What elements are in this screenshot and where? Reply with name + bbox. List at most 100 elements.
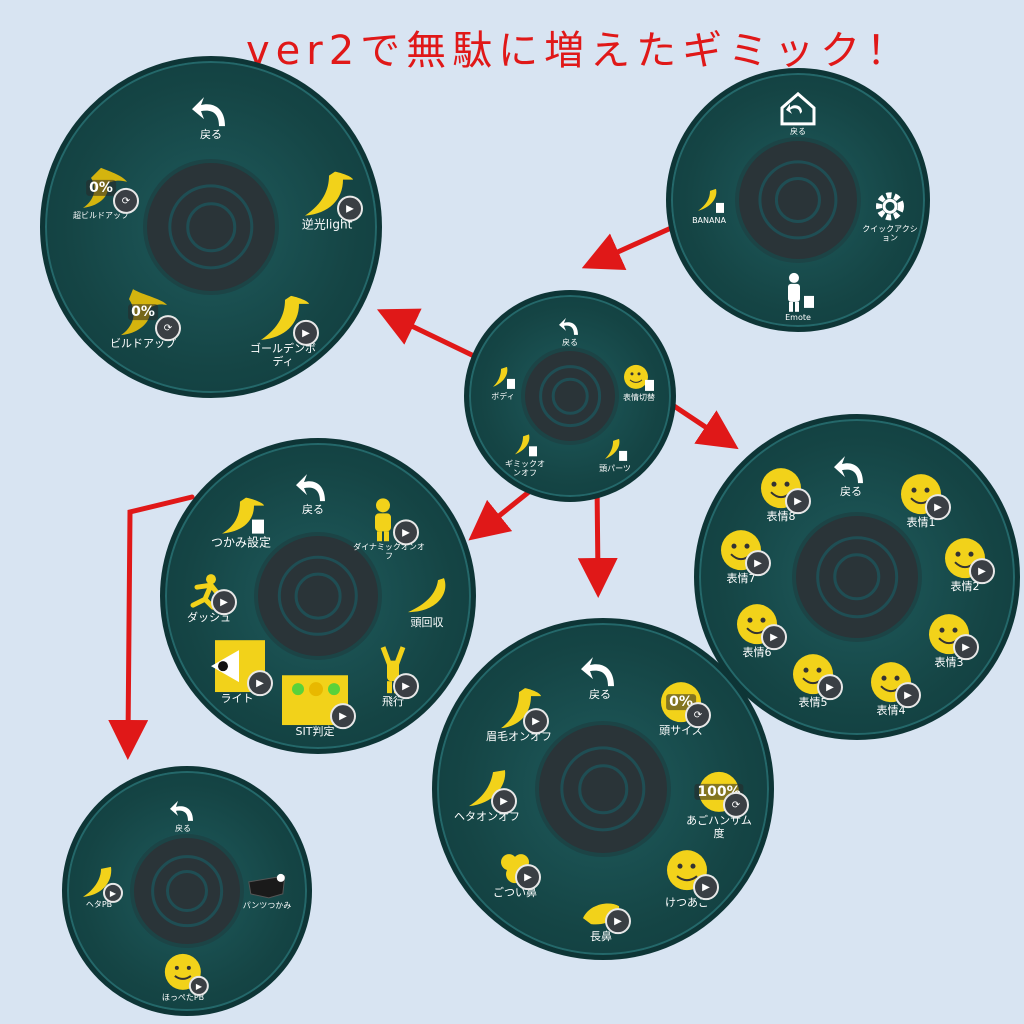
radial-menu-head-parts: 戻る ▶ 眉毛オンオフ 0%⟳ 頭サイズ ▶ ヘタオンオフ 100%⟳ あごハン… [432,618,774,960]
menu-item-expression-6[interactable]: ▶ 表情6 [735,602,787,660]
play-icon: ▶ [693,874,719,901]
menu-item-label: 戻る [562,337,578,347]
menu-item-pants-grab[interactable]: パンツつかみ [243,872,291,910]
menu-item-grab-settings[interactable]: つかみ設定 [211,496,271,551]
pants-icon [247,872,287,900]
play-icon: ▶ [605,908,631,935]
menu-item-dynamic-toggle[interactable]: ▶ ダイナミックオンオフ [351,497,427,561]
back-arrow-icon [558,315,582,337]
menu-item-label: 戻る [589,688,611,702]
menu-item-flight[interactable]: ▶ 飛行 [375,645,419,709]
play-icon: ▶ [761,624,787,651]
menu-item-label: 戻る [790,126,806,136]
menu-item-expression-3[interactable]: ▶ 表情3 [927,612,979,670]
menu-item-eyebrow-toggle[interactable]: ▶ 眉毛オンオフ [486,686,552,744]
smiley-icon: ▶ [869,660,921,709]
menu-item-heta-toggle[interactable]: ▶ ヘタオンオフ [454,766,520,824]
menu-item-label: 飛行 [382,695,404,709]
play-icon: ▶ [745,550,771,577]
play-icon: ▶ [925,494,951,521]
menu-item-backlight[interactable]: ▶ 逆光light [299,170,363,233]
menu-item-back-home[interactable]: 戻る [778,90,818,136]
menu-item-expression-8[interactable]: ▶ 表情8 [759,466,811,524]
reset-icon: ⟳ [113,187,139,214]
smiley-icon: ▶ [943,536,995,585]
play-icon: ▶ [817,674,843,701]
menu-item-buildup[interactable]: 0% ⟳ ビルドアップ [110,287,181,351]
reset-icon: ⟳ [155,315,181,342]
banana-play-icon: ▶ [497,686,549,735]
menu-hub [539,725,667,853]
person-list-icon [780,272,816,312]
menu-hub [134,838,240,944]
menu-item-back[interactable]: 戻る [580,652,620,702]
menu-hub [796,516,918,638]
reset-icon: ⟳ [685,702,711,729]
menu-item-label: ダイナミックオンオフ [353,542,425,561]
menu-item-label: つかみ設定 [210,535,272,550]
menu-item-back[interactable]: 戻る [558,315,582,347]
menu-item-label: 表情7 [726,572,756,586]
banana-reset-icon: 0% ⟳ [71,166,139,214]
menu-item-jaw-handsomeness[interactable]: 100%⟳ あごハンサム度 [684,770,754,840]
menu-item-label: 長鼻 [590,930,612,944]
menu-item-expression[interactable]: 表情切替 [623,364,655,402]
menu-item-label: SIT判定 [295,725,335,739]
menu-item-label: 表情8 [766,510,796,524]
menu-item-label: ほっぺたPB [161,992,205,1002]
menu-item-label: ヘタオンオフ [454,810,520,824]
menu-item-label: ビルドアップ [110,337,176,351]
menu-item-head-retrieve[interactable]: 頭回収 [402,576,452,630]
menu-item-back[interactable]: 戻る [833,451,869,499]
radial-menu-body: 戻る 0% ⟳ 超ビルドアップ ▶ 逆光light 0% ⟳ ビルドアップ ▶ … [40,56,382,398]
radial-menu-gimmicks: 戻る つかみ設定 ▶ ダイナミックオンオフ ▶ ダッシュ 頭回収 ▶ ライト ▶… [160,438,476,754]
menu-item-emote[interactable]: Emote [780,272,816,322]
menu-item-expression-1[interactable]: ▶ 表情1 [899,472,951,530]
menu-item-label: ボディ [491,391,515,401]
menu-item-golden-body[interactable]: ▶ ゴールデンボディ [248,294,319,368]
menu-item-heta-pb[interactable]: ▶ ヘタPB [81,865,123,909]
back-arrow-icon [169,797,197,823]
menu-item-light[interactable]: ▶ ライト [209,636,273,706]
progress-value: 0% [128,304,158,321]
menu-item-body[interactable]: ボディ [489,365,517,401]
play-icon: ▶ [515,864,541,891]
menu-item-banana[interactable]: BANANA [692,185,726,225]
banana-play-icon: ▶ [255,294,319,346]
menu-item-expression-5[interactable]: ▶ 表情5 [791,652,843,710]
menu-item-long-nose[interactable]: ▶ 長鼻 [579,898,631,944]
menu-item-back[interactable]: 戻る [191,92,231,142]
back-arrow-icon [833,451,869,485]
smiley-icon: ▶ [899,472,951,521]
menu-item-back[interactable]: 戻る [169,797,197,833]
menu-item-expression-4[interactable]: ▶ 表情4 [869,660,921,718]
banana-list-icon [601,437,629,463]
menu-item-expression-7[interactable]: ▶ 表情7 [719,528,771,586]
menu-item-super-buildup[interactable]: 0% ⟳ 超ビルドアップ [71,166,139,220]
menu-item-sit-check[interactable]: ▶ SIT判定 [282,675,356,739]
menu-item-gimmick[interactable]: ギミックオンオフ [502,432,548,478]
menu-item-label: 逆光light [301,217,353,232]
running-person-icon: ▶ [189,573,237,616]
banana-play-icon: ▶ [81,865,123,903]
menu-item-butt-chin[interactable]: ▶ けつあご [663,848,719,910]
smiley-icon: ▶ [663,848,719,901]
smiley-reset-icon: 0%⟳ [659,680,711,729]
menu-item-label: 眉毛オンオフ [486,730,552,744]
menu-item-rugged-nose[interactable]: ▶ ごつい鼻 [493,850,541,900]
person-play-icon: ▶ [367,497,419,546]
menu-item-cheek-pb[interactable]: ▶ ほっぺたPB [161,952,209,1002]
back-arrow-icon [580,652,620,688]
menu-item-back[interactable]: 戻る [295,469,331,517]
menu-item-expression-2[interactable]: ▶ 表情2 [943,536,995,594]
banana-play-icon: ▶ [299,170,363,222]
menu-item-label: 表情3 [934,656,964,670]
menu-item-label: 超ビルドアップ [73,210,129,220]
play-icon: ▶ [953,634,979,661]
radial-menu-expressions: 戻る ▶ 表情1 ▶ 表情2 ▶ 表情3 ▶ 表情4 ▶ 表情5 ▶ 表情6 ▶… [694,414,1020,740]
menu-item-head-size[interactable]: 0%⟳ 頭サイズ [659,680,711,738]
menu-item-quick-action[interactable]: クイックアクション [860,189,920,243]
menu-item-head-parts[interactable]: 頭パーツ [599,437,631,473]
menu-item-label: 戻る [200,128,222,142]
menu-item-dash[interactable]: ▶ ダッシュ [187,573,237,625]
